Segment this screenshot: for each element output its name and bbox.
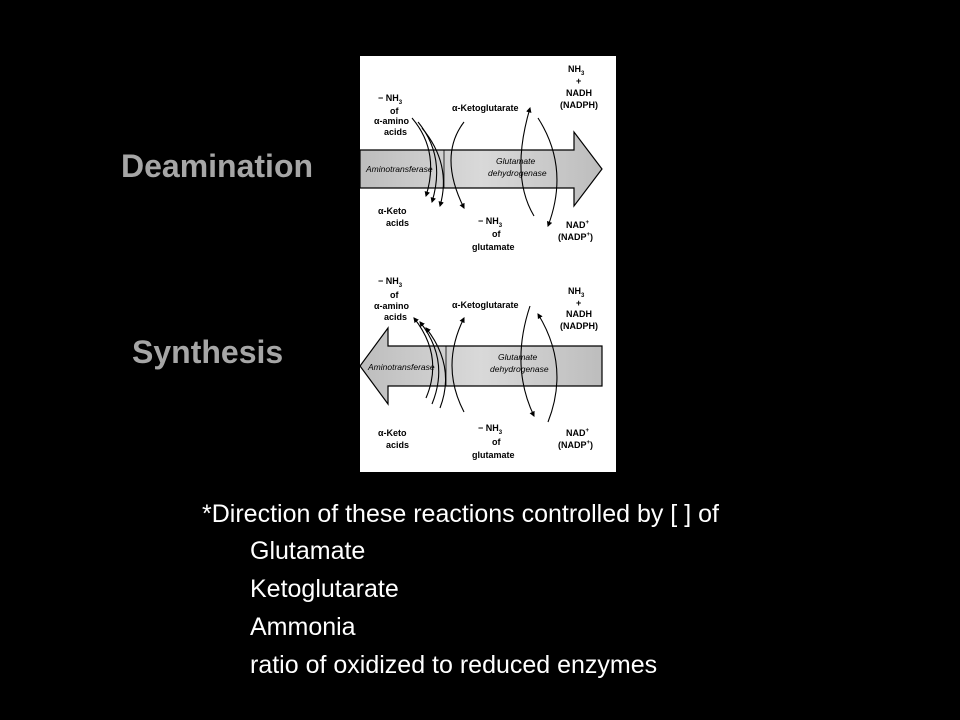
curve-arrow: [520, 106, 535, 217]
nad-label: NAD+: [566, 220, 590, 230]
left-arrow-band: [360, 326, 603, 406]
glutamate-label: glutamate: [472, 242, 515, 252]
curve-arrow: [421, 127, 444, 208]
nadph-label: (NADPH): [560, 321, 598, 331]
curve-arrow: [450, 121, 465, 209]
curve-arrow: [520, 305, 535, 417]
reaction-diagram-svg: − NH3 of α-amino acids α-Ketoglutarate N…: [360, 64, 603, 460]
minus-nh3-glutamate-label: − NH3: [478, 216, 503, 229]
acids-label: acids: [384, 127, 407, 137]
acids-label: acids: [386, 440, 409, 450]
acids-label: acids: [384, 312, 407, 322]
synthesis-panel: − NH3 of α-amino acids α-Ketoglutarate N…: [360, 276, 603, 460]
deamination-panel: − NH3 of α-amino acids α-Ketoglutarate N…: [360, 64, 603, 252]
plus-label: +: [576, 76, 581, 86]
note-heading: *Direction of these reactions controlled…: [202, 500, 719, 528]
alpha-amino-label: α-amino: [374, 116, 410, 126]
glutamate-label: glutamate: [472, 450, 515, 460]
curve-arrow: [425, 327, 447, 409]
curve-arrow: [537, 117, 558, 228]
of-label: of: [390, 106, 399, 116]
of-label: of: [390, 290, 399, 300]
alpha-ketoglutarate-label: α-Ketoglutarate: [452, 103, 519, 113]
nadh-label: NADH: [566, 309, 592, 319]
minus-nh3-label: − NH3: [378, 276, 403, 289]
deamination-label: Deamination: [121, 148, 314, 184]
curve-arrow: [537, 313, 558, 423]
nh3-label: NH3: [568, 286, 585, 299]
nh3-label: NH3: [568, 64, 585, 77]
note-item-ammonia: Ammonia: [250, 613, 356, 641]
note-item-ketoglutarate: Ketoglutarate: [250, 575, 399, 603]
alpha-ketoglutarate-label: α-Ketoglutarate: [452, 300, 519, 310]
glutamate-enzyme-label: Glutamate: [496, 156, 535, 166]
nadh-label: NADH: [566, 88, 592, 98]
alpha-keto-label: α-Keto: [378, 428, 407, 438]
dehydrogenase-label: dehydrogenase: [488, 168, 547, 178]
synthesis-label: Synthesis: [132, 334, 284, 370]
acids-label: acids: [386, 218, 409, 228]
note-item-ratio: ratio of oxidized to reduced enzymes: [250, 651, 658, 679]
dehydrogenase-label: dehydrogenase: [490, 364, 549, 374]
note-item-glutamate: Glutamate: [250, 537, 366, 565]
of-label: of: [492, 229, 501, 239]
aminotransferase-label: Aminotransferase: [365, 164, 433, 174]
nad-label: NAD+: [566, 428, 590, 438]
glutamate-enzyme-label: Glutamate: [498, 352, 537, 362]
plus-label: +: [576, 298, 581, 308]
nadp-label: (NADP+): [558, 232, 593, 242]
alpha-amino-label: α-amino: [374, 301, 410, 311]
minus-nh3-label: − NH3: [378, 93, 403, 106]
right-arrow-band: [360, 130, 603, 208]
nadph-label: (NADPH): [560, 100, 598, 110]
alpha-keto-label: α-Keto: [378, 206, 407, 216]
aminotransferase-label: Aminotransferase: [367, 362, 435, 372]
reaction-diagram: − NH3 of α-amino acids α-Ketoglutarate N…: [360, 56, 616, 472]
curve-arrow: [451, 317, 465, 413]
curve-arrow: [411, 117, 432, 198]
of-label: of: [492, 437, 501, 447]
minus-nh3-glutamate-label: − NH3: [478, 423, 503, 436]
nadp-label: (NADP+): [558, 440, 593, 450]
